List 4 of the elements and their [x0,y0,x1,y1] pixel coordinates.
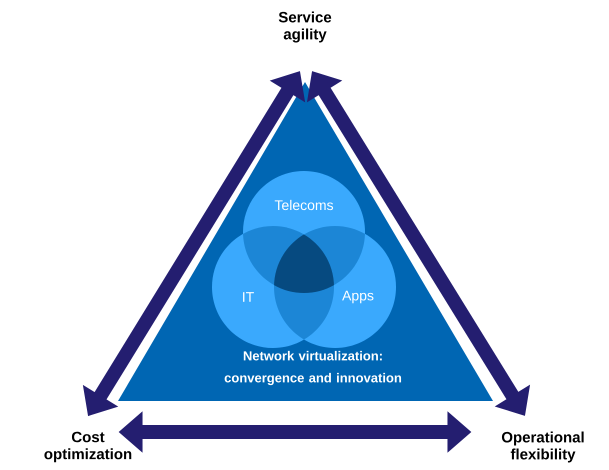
corner-label: Service agility [278,11,332,43]
corner-label: Operational flexibility [502,432,584,462]
node-label: Telecoms [274,200,334,210]
corner-label: Cost optimization [44,432,132,462]
